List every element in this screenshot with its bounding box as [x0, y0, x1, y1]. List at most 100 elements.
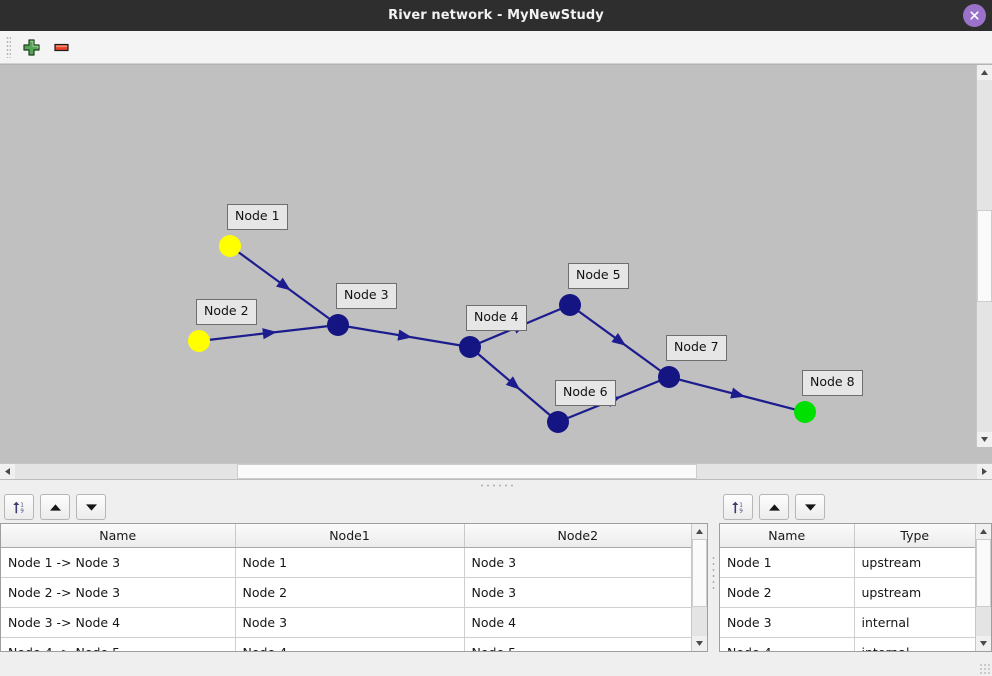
remove-node-icon	[53, 43, 69, 51]
reaches-move-up-button[interactable]	[40, 494, 70, 520]
column-header-type[interactable]: Type	[854, 524, 975, 548]
table-cell[interactable]: Node 1 -> Node 3	[1, 547, 236, 578]
table-cell[interactable]: Node 5	[464, 637, 692, 651]
canvas-vscroll-thumb[interactable]	[977, 210, 992, 302]
table-cell[interactable]: Node 3	[464, 547, 692, 578]
node-label-node3[interactable]: Node 3	[336, 283, 397, 309]
graph-node-node4[interactable]	[459, 336, 481, 358]
graph-node-node7[interactable]	[658, 366, 680, 388]
arrow-down-icon	[85, 503, 97, 511]
graph-node-node5[interactable]	[559, 294, 581, 316]
reaches-move-down-button[interactable]	[76, 494, 106, 520]
nodes-scroll-up-button[interactable]	[976, 524, 991, 539]
graph-node-node1[interactable]	[219, 235, 241, 257]
table-cell[interactable]: Node 3 -> Node 4	[1, 607, 236, 638]
node-label-node7[interactable]: Node 7	[666, 335, 727, 361]
table-cell[interactable]: Node 1	[235, 547, 465, 578]
node-label-node4[interactable]: Node 4	[466, 305, 527, 331]
nodes-move-up-button[interactable]	[759, 494, 789, 520]
nodes-scroll-down-button[interactable]	[976, 636, 991, 651]
reaches-scroll-up-button[interactable]	[692, 524, 707, 539]
graph-node-node3[interactable]	[327, 314, 349, 336]
svg-text:1: 1	[739, 502, 742, 508]
nodes-sort-button[interactable]: 1 9	[723, 494, 753, 520]
column-header-node1[interactable]: Node1	[235, 524, 465, 548]
remove-node-button[interactable]	[46, 33, 76, 61]
table-cell[interactable]: Node 3	[720, 607, 855, 638]
node-label-node8[interactable]: Node 8	[802, 370, 863, 396]
window-title: River network - MyNewStudy	[388, 8, 604, 23]
title-bar: River network - MyNewStudy	[0, 0, 992, 31]
table-cell[interactable]: Node 2 -> Node 3	[1, 577, 236, 608]
column-header-name[interactable]: Name	[720, 524, 855, 548]
arrow-up-icon	[768, 503, 780, 511]
edge-arrow-icon	[397, 329, 413, 341]
chevron-down-icon	[696, 641, 704, 646]
close-button[interactable]	[963, 4, 986, 27]
graph-node-node2[interactable]	[188, 330, 210, 352]
chevron-down-icon	[980, 641, 987, 646]
svg-text:9: 9	[20, 508, 24, 514]
table-cell[interactable]: Node 2	[235, 577, 465, 608]
table-cell[interactable]: Node 2	[720, 577, 855, 608]
chevron-up-icon	[696, 529, 704, 534]
reaches-scroll-down-button[interactable]	[692, 636, 707, 651]
canvas-horizontal-scrollbar[interactable]	[0, 463, 992, 479]
nodes-vscroll-thumb[interactable]	[976, 539, 991, 607]
canvas-scroll-up-button[interactable]	[977, 65, 992, 80]
table-cell[interactable]: upstream	[854, 577, 975, 608]
reaches-vscroll-thumb[interactable]	[692, 539, 707, 607]
network-canvas[interactable]: Node 1 Node 2 Node 3 Node 4 Node 5 Node 6 Node…	[0, 64, 992, 463]
status-bar	[0, 652, 992, 676]
resize-grip-icon[interactable]	[979, 663, 990, 674]
canvas-scroll-left-button[interactable]	[0, 464, 15, 479]
table-cell[interactable]: Node 4	[720, 637, 855, 651]
graph-node-node8[interactable]	[794, 401, 816, 423]
table-cell[interactable]: Node 4 -> Node 5	[1, 637, 236, 651]
canvas-vertical-scrollbar[interactable]	[976, 65, 992, 447]
reaches-vertical-scrollbar[interactable]	[691, 524, 707, 651]
vertical-splitter[interactable]	[708, 491, 719, 652]
node-label-node5[interactable]: Node 5	[568, 263, 629, 289]
table-cell[interactable]: upstream	[854, 547, 975, 578]
table-cell[interactable]: Node 3	[235, 607, 465, 638]
node-label-node6[interactable]: Node 6	[555, 380, 616, 406]
table-cell[interactable]: internal	[854, 637, 975, 651]
table-cell[interactable]: internal	[854, 607, 975, 638]
column-header-name[interactable]: Name	[1, 524, 236, 548]
table-cell[interactable]: Node 4	[464, 607, 692, 638]
toolbar-drag-handle[interactable]	[6, 36, 11, 58]
graph-node-node6[interactable]	[547, 411, 569, 433]
table-cell[interactable]: Node 1	[720, 547, 855, 578]
reaches-sort-button[interactable]: 1 9	[4, 494, 34, 520]
node-label-node2[interactable]: Node 2	[196, 299, 257, 325]
table-cell[interactable]: Node 3	[464, 577, 692, 608]
column-header-node2[interactable]: Node2	[464, 524, 692, 548]
node-label-node1[interactable]: Node 1	[227, 204, 288, 230]
table-row[interactable]: Node 4internal	[720, 637, 975, 651]
table-cell[interactable]: Node 4	[235, 637, 465, 651]
canvas-scroll-right-button[interactable]	[977, 464, 992, 479]
nodes-vertical-scrollbar[interactable]	[975, 524, 991, 651]
add-node-button[interactable]	[16, 33, 46, 61]
edge-arrow-icon	[730, 387, 746, 399]
close-icon	[970, 11, 979, 20]
horizontal-splitter[interactable]	[0, 479, 992, 491]
edge-arrow-icon	[262, 328, 277, 340]
canvas-scroll-down-button[interactable]	[977, 432, 992, 447]
nodes-move-down-button[interactable]	[795, 494, 825, 520]
canvas-hscroll-thumb[interactable]	[237, 464, 697, 479]
